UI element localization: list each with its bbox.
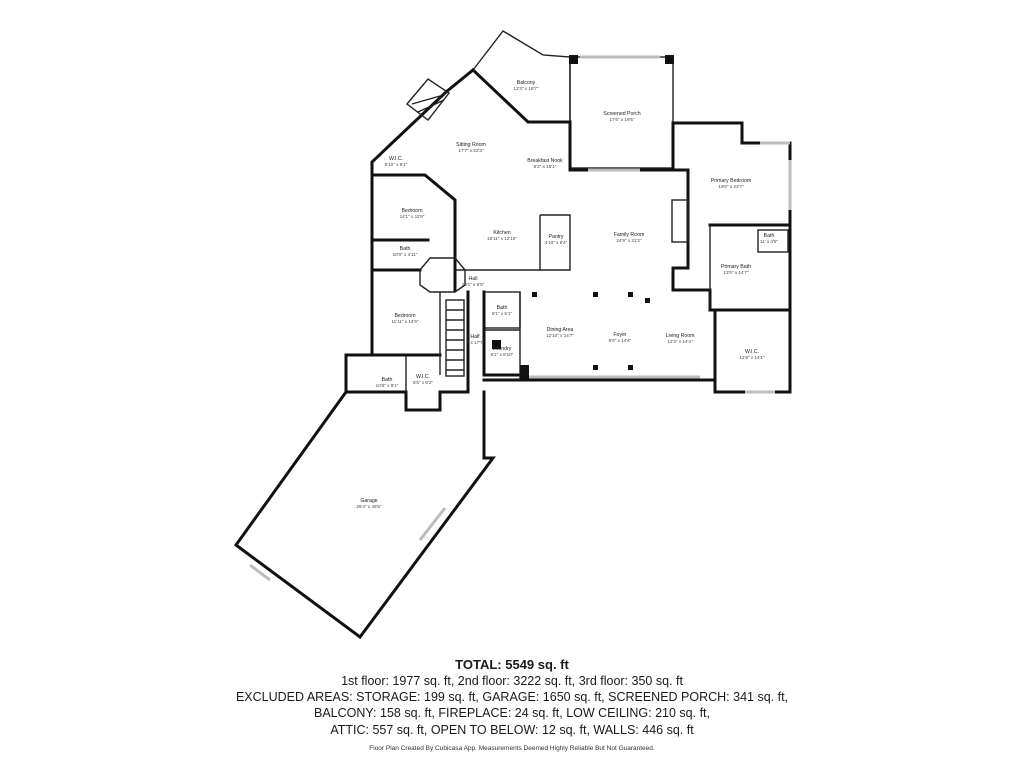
- credit-note: Floor Plan Created By Cubicasa App. Meas…: [369, 744, 655, 752]
- room-wic-1: W.I.C.8'10" x 5'1": [385, 156, 408, 167]
- room-dimensions: 12'10" x 14'7": [546, 333, 574, 338]
- room-dimensions: 6'1" x 8'10": [491, 352, 514, 357]
- room-name: Primary Bath: [721, 264, 751, 270]
- floor-areas: 1st floor: 1977 sq. ft, 2nd floor: 3222 …: [341, 674, 683, 688]
- room-name: W.I.C.: [416, 374, 430, 380]
- walls: [233, 30, 792, 640]
- windows: [249, 55, 792, 582]
- room-name: Bath: [400, 246, 411, 252]
- room-dimensions: 12'3" x 18'7": [513, 86, 539, 91]
- room-name: Bedroom: [401, 208, 422, 214]
- area-summary: TOTAL: 5549 sq. ft 1st floor: 1977 sq. f…: [0, 656, 1024, 752]
- room-dimensions: 12'8" x 14'1": [739, 355, 765, 360]
- room-name: Living Room: [666, 333, 695, 339]
- room-wic-2: W.I.C.5'5" x 6'2": [413, 374, 433, 385]
- room-name: Primary Bedroom: [711, 178, 751, 184]
- room-dimensions: 24'9" x 21'2": [616, 238, 642, 243]
- room-dimensions: 14'1" x 11'9": [400, 214, 425, 219]
- room-name: Laundry: [493, 346, 512, 352]
- room-dimensions: 13'5" x 14'7": [723, 270, 749, 275]
- room-dimensions: 8'1" x 5'1": [492, 311, 512, 316]
- room-name: Garage: [360, 498, 377, 504]
- room-name: Sitting Room: [456, 142, 486, 148]
- room-name: Breakfast Nook: [527, 158, 563, 164]
- room-name: Hall: [469, 276, 478, 282]
- room-dimensions: 8'10" x 5'1": [385, 162, 408, 167]
- excluded-areas-3: ATTIC: 557 sq. ft, OPEN TO BELOW: 12 sq.…: [330, 722, 694, 737]
- room-name: W.I.C.: [745, 349, 759, 355]
- room-name: Kitchen: [493, 230, 510, 236]
- stairs: [445, 299, 465, 377]
- room-name: Family Room: [614, 232, 645, 238]
- room-name: W.I.C.: [389, 156, 403, 162]
- room-dimensions: 26'4" x 46'5": [356, 504, 382, 509]
- room-dimensions: 19'0" x 23'7": [718, 184, 744, 189]
- room-wic-primary: W.I.C.12'8" x 14'1": [739, 349, 765, 360]
- room-dimensions: 11' x 4'5": [760, 239, 778, 244]
- room-dimensions: 17'7" x 22'3": [458, 148, 484, 153]
- room-name: Balcony: [517, 80, 536, 86]
- room-dimensions: 17'6" x 19'5": [609, 117, 635, 122]
- room-name: Bath: [382, 377, 393, 383]
- total-area: TOTAL: 5549 sq. ft: [455, 657, 569, 672]
- room-dimensions: 10'0" x 4'11": [393, 252, 418, 257]
- room-name: Half: [470, 334, 480, 340]
- columns: [492, 292, 650, 380]
- room-dimensions: 4'10" x 8'4": [545, 240, 568, 245]
- room-dimensions: 5'5" x 6'2": [413, 380, 433, 385]
- room-name: Bath: [497, 305, 508, 311]
- room-name: Pantry: [549, 234, 564, 240]
- room-dimensions: 12'3" x 14'4": [667, 339, 693, 344]
- room-dimensions: 8'6" x 14'4": [609, 338, 632, 343]
- room-dimensions: 18'11" x 12'10": [487, 236, 517, 241]
- room-name: Dining Area: [547, 327, 574, 333]
- room-dimensions: 11'11" x 14'6": [391, 319, 418, 324]
- room-dimensions: 20'1" x 6'5": [462, 282, 485, 287]
- room-name: Screened Porch: [603, 111, 640, 117]
- room-name: Bath: [764, 233, 775, 239]
- room-dimensions: 10'6" x 9'1": [376, 383, 399, 388]
- excluded-areas-1: EXCLUDED AREAS: STORAGE: 199 sq. ft, GAR…: [235, 690, 789, 705]
- room-dimensions: 8'2" x 15'1": [534, 164, 557, 169]
- excluded-areas-2: BALCONY: 158 sq. ft, FIREPLACE: 24 sq. f…: [314, 706, 710, 721]
- room-name: Bedroom: [394, 313, 415, 319]
- room-dimensions: 7' x 17'7": [466, 340, 485, 345]
- room-name: Foyer: [613, 332, 627, 338]
